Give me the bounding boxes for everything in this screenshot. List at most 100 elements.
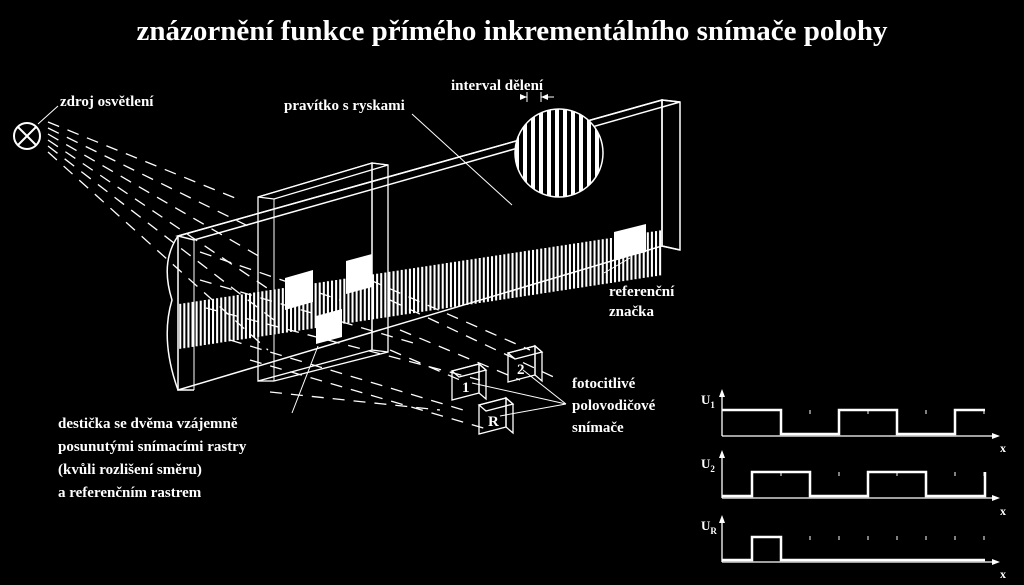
graduation-line	[240, 294, 243, 340]
photosensor-label-1: fotocitlivé	[572, 376, 636, 392]
graduation-line	[322, 281, 325, 327]
graduation-line	[548, 247, 551, 293]
graduation-line	[212, 298, 215, 344]
graduation-line	[609, 238, 612, 283]
sensor-2-label: 2	[517, 362, 525, 378]
graduation-line	[244, 293, 247, 339]
light-ray	[269, 391, 441, 411]
graduation-line	[503, 254, 506, 300]
magnified-graduation-line	[587, 109, 591, 197]
light-ray	[205, 307, 481, 381]
graduation-line	[232, 295, 235, 341]
graduation-line	[659, 230, 662, 276]
graduation-line	[519, 251, 522, 297]
graduation-line	[220, 297, 223, 343]
graduation-line	[335, 280, 338, 325]
graduation-line	[560, 245, 563, 291]
graduation-line	[306, 284, 309, 330]
scale-label: pravítko s ryskami	[284, 98, 405, 114]
graduation-line	[413, 268, 416, 314]
graduation-line	[646, 232, 649, 278]
light-ray	[47, 151, 269, 351]
signal-ur: UR x	[701, 515, 1006, 581]
sensor-1: 1	[450, 362, 488, 401]
graduation-line	[601, 239, 604, 285]
graduation-line	[626, 235, 629, 281]
graduation-line	[577, 243, 580, 288]
graduation-line	[290, 286, 293, 332]
graduation-line	[466, 259, 469, 305]
graduation-line	[285, 287, 288, 333]
light-ray	[199, 251, 341, 301]
scale-graduation	[179, 230, 662, 349]
graduation-line	[556, 246, 559, 292]
graduation-line	[486, 256, 489, 302]
graduation-line	[589, 241, 592, 287]
graduation-line	[359, 276, 362, 322]
light-rays	[47, 121, 561, 431]
magnified-graduation-line	[523, 109, 527, 197]
light-ray	[47, 121, 241, 201]
light-source-leader	[37, 105, 59, 125]
graduation-line	[437, 264, 440, 310]
graduation-line	[339, 279, 342, 325]
reference-mark-leader	[603, 257, 631, 274]
graduation-line	[302, 285, 305, 330]
graduation-line	[380, 273, 383, 319]
graduation-line	[425, 266, 428, 312]
graduation-line	[417, 267, 420, 313]
graduation-line	[458, 261, 461, 307]
magnified-graduation-line	[571, 109, 575, 197]
graduation-line	[433, 264, 436, 310]
graduation-line	[622, 236, 625, 282]
scanning-plate-label-3: (kvůli rozlišení směru)	[58, 462, 202, 478]
division-interval-label: interval dělení	[451, 78, 544, 94]
magnified-graduation-line	[579, 109, 583, 197]
graduation-line	[495, 255, 498, 301]
scanning-plate-leader	[291, 345, 319, 414]
lamp-icon	[13, 122, 41, 150]
light-ray	[399, 329, 521, 381]
reference-mark-label-2: značka	[609, 304, 655, 320]
scanning-plate-label-4: a referenčním rastrem	[58, 485, 202, 501]
graduation-line	[478, 258, 481, 303]
signal-u2-label: U2	[701, 456, 715, 474]
graduation-line	[199, 300, 202, 346]
photosensor-leaders	[471, 369, 567, 417]
graduation-line	[298, 285, 301, 331]
graduation-line	[384, 272, 387, 318]
graduation-line	[650, 231, 653, 277]
graduation-line	[269, 290, 272, 335]
graduation-line	[515, 252, 518, 298]
light-ray	[229, 339, 471, 413]
graduation-line	[331, 280, 334, 326]
graduation-line	[318, 282, 321, 328]
graduation-line	[253, 292, 256, 338]
graduation-line	[236, 295, 239, 340]
graduation-line	[392, 271, 395, 317]
graduation-line	[191, 301, 194, 347]
scale-leader	[411, 113, 513, 206]
graduation-line	[396, 270, 399, 316]
light-ray	[389, 299, 561, 381]
graduation-line	[482, 257, 485, 303]
graduation-line	[573, 243, 576, 289]
graduation-line	[207, 299, 210, 345]
graduation-line	[376, 273, 379, 319]
graduation-line	[404, 269, 407, 315]
graduation-line	[441, 263, 444, 309]
graduation-line	[511, 253, 514, 298]
light-ray	[47, 139, 271, 291]
light-ray	[47, 145, 275, 321]
graduation-line	[507, 253, 510, 299]
photosensor-label-2: polovodičové	[572, 398, 656, 414]
graduation-line	[408, 268, 411, 314]
graduation-line	[183, 303, 186, 349]
graduation-line	[310, 283, 313, 329]
graduation-line	[372, 274, 375, 320]
graduation-line	[261, 291, 264, 337]
graduation-line	[552, 246, 555, 292]
reference-mark	[614, 224, 646, 260]
graduation-line	[195, 301, 198, 347]
